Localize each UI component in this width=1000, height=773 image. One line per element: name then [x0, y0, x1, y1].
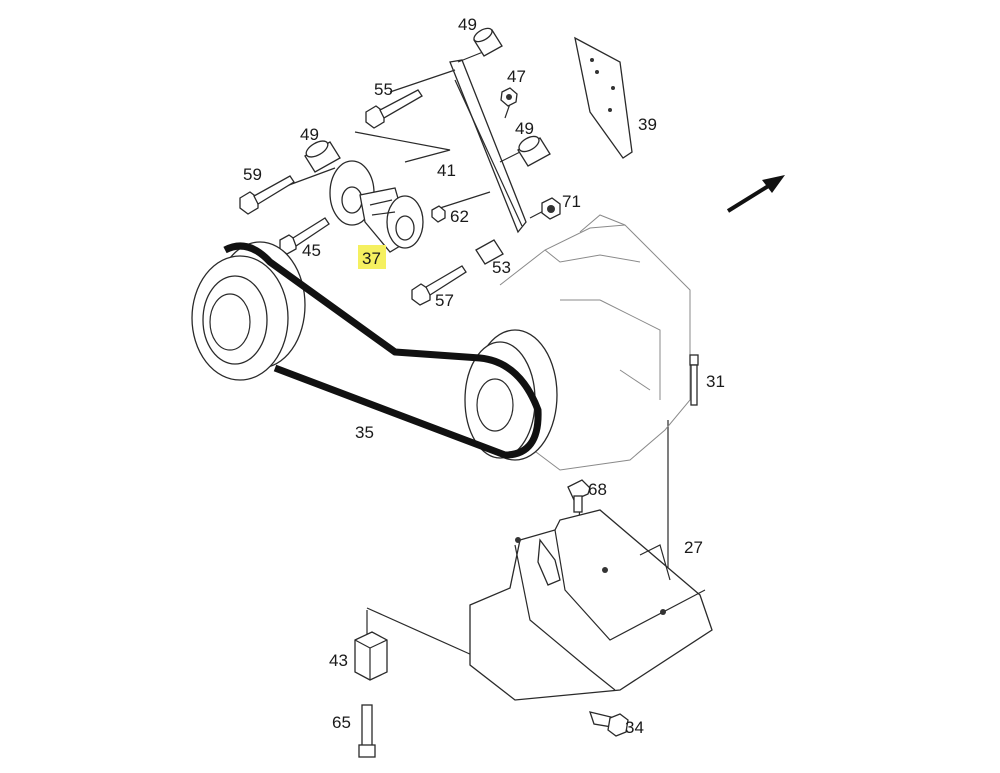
bolt-57: [411, 265, 467, 306]
part-label-34: 34: [625, 718, 644, 737]
gasket-plate: [574, 36, 633, 159]
part-label-68: 68: [588, 480, 607, 499]
crank-pulley: [191, 241, 306, 381]
part-label-53: 53: [492, 258, 511, 277]
spacer-49-left: [304, 140, 341, 173]
compressor-pulley: [464, 329, 558, 461]
nut-47: [500, 87, 518, 107]
part-label-59: 59: [243, 165, 262, 184]
part-label-49-left: 49: [300, 125, 319, 144]
part-label-37: 37: [362, 249, 381, 268]
part-label-57: 57: [435, 291, 454, 310]
part-label-49-top: 49: [458, 15, 477, 34]
part-label-35: 35: [355, 423, 374, 442]
direction-arrow: [726, 175, 785, 213]
part-label-39: 39: [638, 115, 657, 134]
drive-belt: [223, 242, 542, 459]
part-label-45: 45: [302, 241, 321, 260]
part-label-43: 43: [329, 651, 348, 670]
part-label-71: 71: [562, 192, 581, 211]
bolt-65: [358, 704, 376, 758]
part-label-27: 27: [684, 538, 703, 557]
part-label-65: 65: [332, 713, 351, 732]
compressor: [499, 214, 691, 471]
bolt-55: [365, 89, 423, 129]
sleeve-43: [354, 631, 388, 681]
highlight-box-37: [358, 245, 386, 269]
spacer-53: [475, 239, 504, 265]
bolt-45: [279, 217, 330, 255]
spacer-49-right: [517, 135, 551, 167]
bolt-31: [689, 354, 699, 406]
belt-tensioner: [329, 160, 424, 253]
part-label-55: 55: [374, 80, 393, 99]
nut-71: [541, 197, 561, 220]
part-label-31: 31: [706, 372, 725, 391]
bolt-68: [567, 479, 591, 513]
spacer-49-top: [473, 27, 503, 57]
mounting-bracket: [469, 509, 713, 701]
bolt-34: [589, 711, 629, 737]
tensioner-bracket: [449, 59, 527, 234]
part-label-41: 41: [437, 161, 456, 180]
part-label-47: 47: [507, 67, 526, 86]
part-label-62: 62: [450, 207, 469, 226]
part-label-49-right: 49: [515, 119, 534, 138]
bolt-59: [239, 175, 295, 215]
bolt-62: [431, 205, 446, 223]
